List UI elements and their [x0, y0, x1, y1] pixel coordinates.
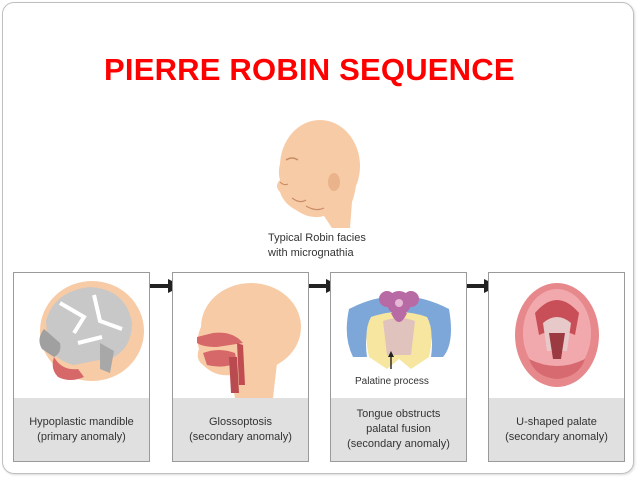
panel-glossoptosis: Glossoptosis (secondary anomaly) [172, 272, 309, 462]
palate-cleft-illustration-icon [346, 291, 451, 369]
head-sagittal-illustration-icon [197, 283, 301, 398]
slide-frame [2, 2, 634, 474]
panel-label: Hypoplastic mandible (primary anomaly) [14, 398, 149, 461]
panel-label-line1: U-shaped palate [516, 415, 597, 428]
panel-label: U-shaped palate (secondary anomaly) [489, 398, 624, 461]
facies-caption: Typical Robin facies with micrognathia [268, 231, 366, 261]
panel-tongue-obstructs: Palatine process Tongue obstructs palata… [330, 272, 467, 462]
panel-label-line2: (secondary anomaly) [505, 430, 608, 443]
facies-caption-line2: with micrognathia [268, 247, 354, 259]
panel-label-line1: Glossoptosis [209, 415, 272, 428]
palatine-process-label: Palatine process [355, 376, 429, 387]
slide-title: PIERRE ROBIN SEQUENCE [104, 52, 515, 87]
panel-label-line2: (secondary anomaly) [189, 430, 292, 443]
skull-illustration-icon [39, 281, 144, 381]
mouth-palate-illustration-icon [515, 283, 599, 387]
panel-label-line1: Hypoplastic mandible [29, 415, 134, 428]
panel-hypoplastic-mandible: Hypoplastic mandible (primary anomaly) [13, 272, 150, 462]
panel-label-line2: (primary anomaly) [37, 430, 126, 443]
panel-label: Tongue obstructs palatal fusion (seconda… [331, 398, 466, 461]
panel-label: Glossoptosis (secondary anomaly) [173, 398, 308, 461]
panel-label-line2: palatal fusion [366, 423, 431, 435]
panel-u-shaped-palate: U-shaped palate (secondary anomaly) [488, 272, 625, 462]
panel-label-line1: Tongue obstructs [356, 408, 441, 420]
panel-label-line3: (secondary anomaly) [347, 438, 450, 450]
infant-head-icon [277, 120, 360, 228]
facies-caption-line1: Typical Robin facies [268, 232, 366, 244]
